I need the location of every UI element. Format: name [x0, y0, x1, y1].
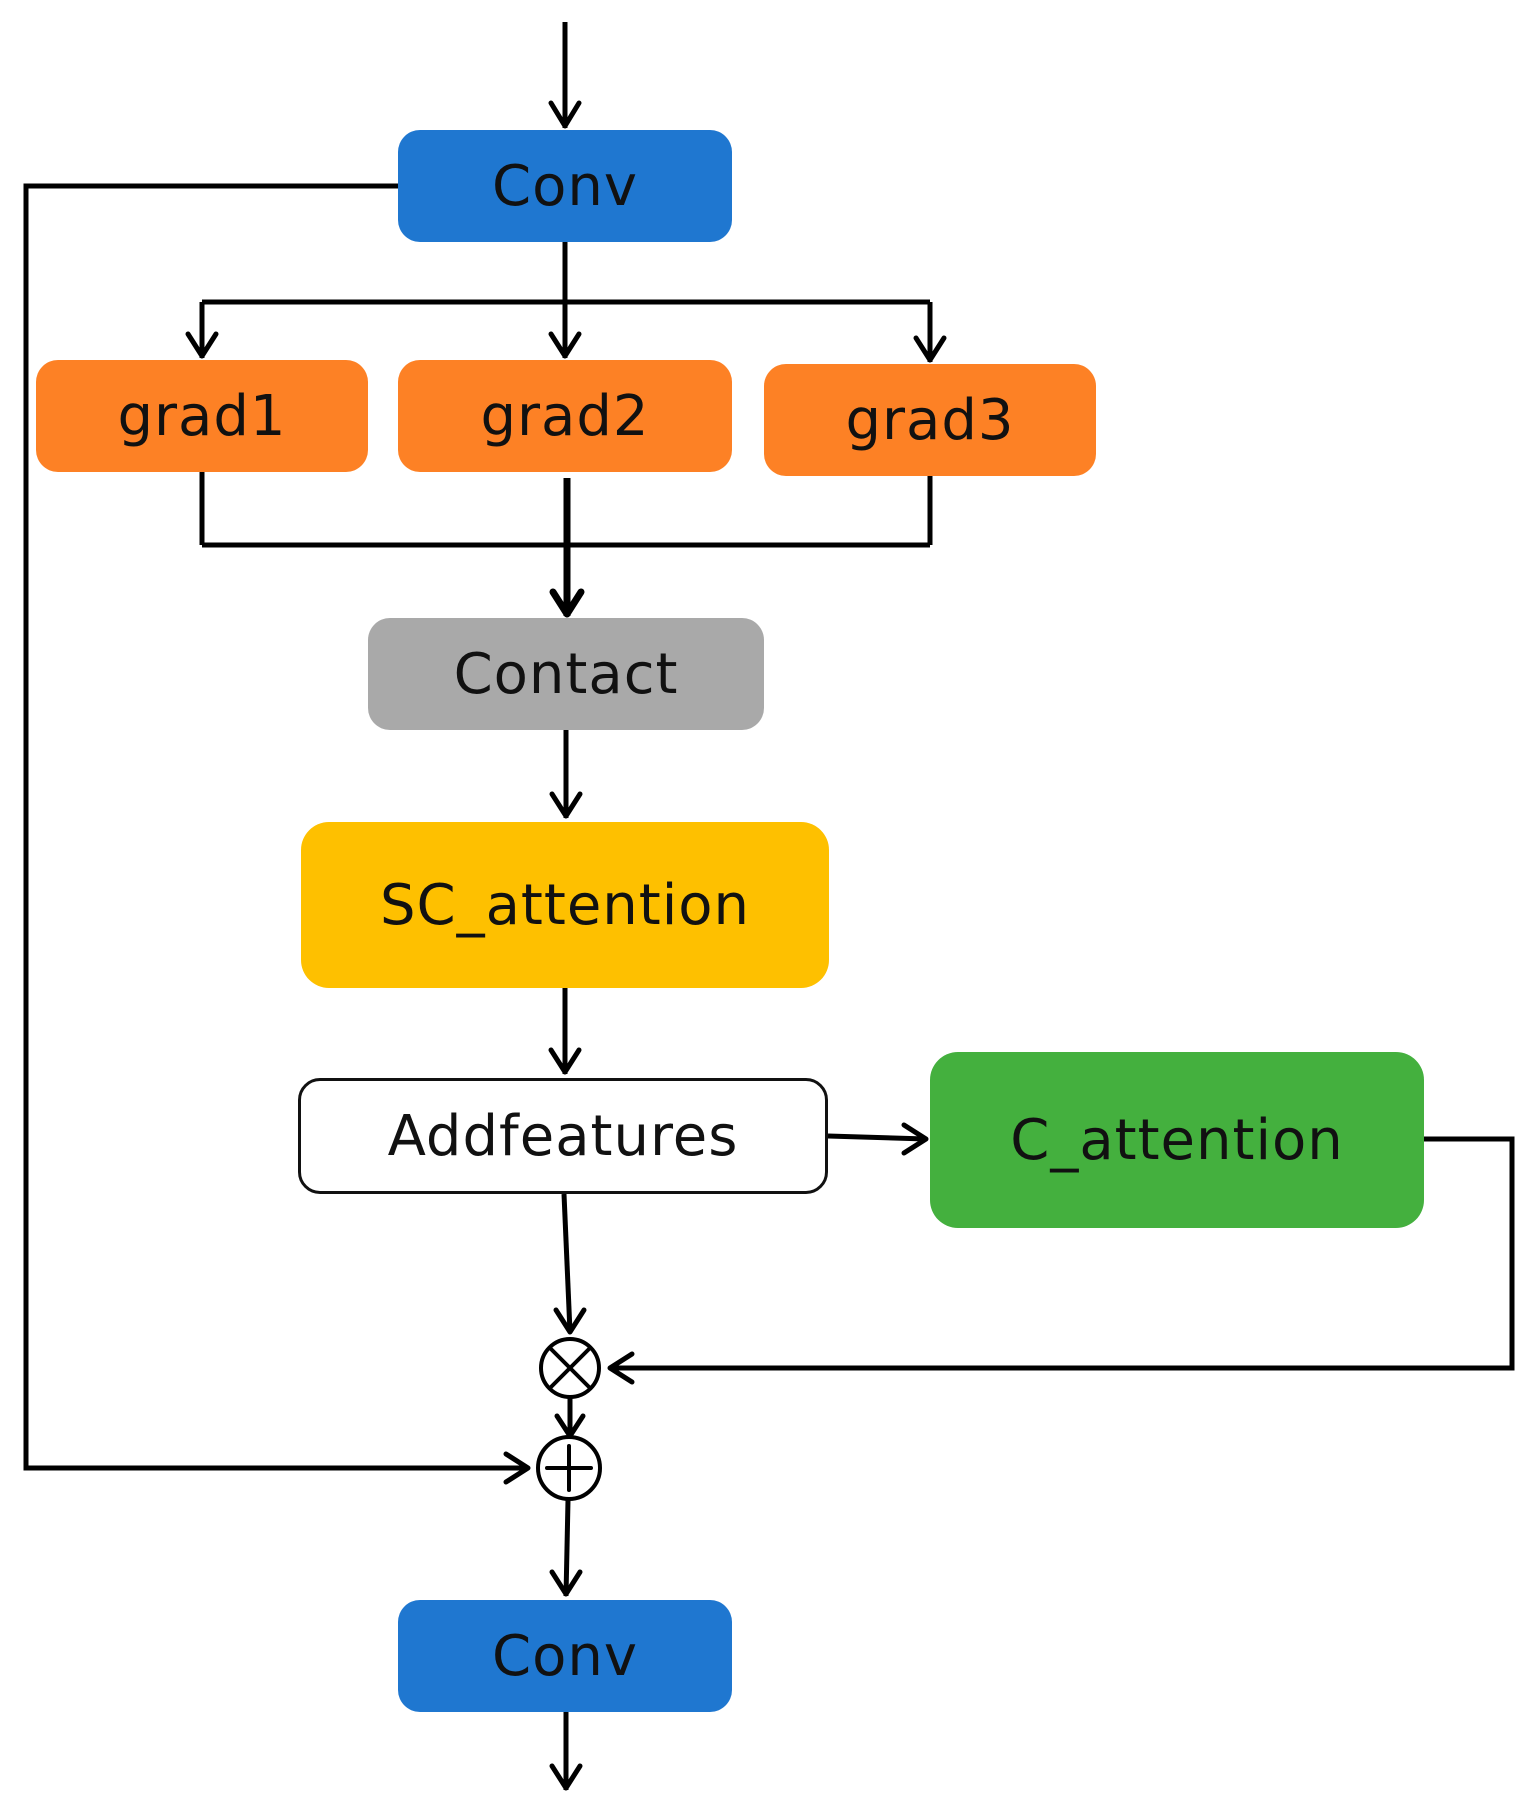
c-attention-label: C_attention: [1010, 1107, 1344, 1173]
sc-attention-node: SC_attention: [301, 822, 829, 988]
grad3-label: grad3: [845, 387, 1015, 453]
arrowhead-multiply-right: [607, 1351, 635, 1385]
conv-output-node: Conv: [398, 1600, 732, 1712]
edge-skip-conv-to-add: [23, 183, 528, 1471]
arrowhead-grad3: [913, 335, 947, 363]
contact-node: Contact: [368, 618, 764, 730]
c-attention-node: C_attention: [930, 1052, 1424, 1228]
conv-output-label: Conv: [492, 1623, 638, 1689]
grad2-node: grad2: [398, 360, 732, 472]
arrowhead-grad1: [185, 331, 219, 359]
addfeatures-node: Addfeatures: [298, 1078, 828, 1194]
arrowhead-output: [549, 1763, 583, 1791]
sc-attention-label: SC_attention: [379, 872, 751, 938]
contact-label: Contact: [453, 641, 679, 707]
arrowhead-conv-in: [548, 100, 582, 129]
edge-addfeatures-to-c-attention: [827, 1133, 927, 1142]
arrowhead-conv-out: [549, 1569, 583, 1597]
arrowhead-add-left: [503, 1451, 531, 1485]
arrowhead-contact: [549, 588, 585, 618]
grad3-node: grad3: [764, 364, 1096, 476]
multiply-operator-icon: [539, 1337, 601, 1399]
edge-addfeatures-to-multiply: [561, 1193, 573, 1333]
conv-input-node: Conv: [398, 130, 732, 242]
add-operator-icon: [536, 1435, 602, 1501]
edge-c-attention-to-multiply: [610, 1136, 1515, 1371]
arrowhead-c-attention: [901, 1122, 929, 1156]
addfeatures-label: Addfeatures: [387, 1103, 739, 1169]
grad2-label: grad2: [480, 383, 650, 449]
grad1-label: grad1: [117, 383, 287, 449]
arrowhead-multiply-top: [553, 1307, 587, 1335]
arrowhead-sc-attention: [549, 791, 583, 819]
grad1-node: grad1: [36, 360, 368, 472]
arrowhead-grad2: [548, 331, 582, 359]
edge-add-to-conv-out: [563, 1499, 571, 1597]
conv-input-label: Conv: [492, 153, 638, 219]
arrowhead-addfeatures: [548, 1047, 582, 1075]
